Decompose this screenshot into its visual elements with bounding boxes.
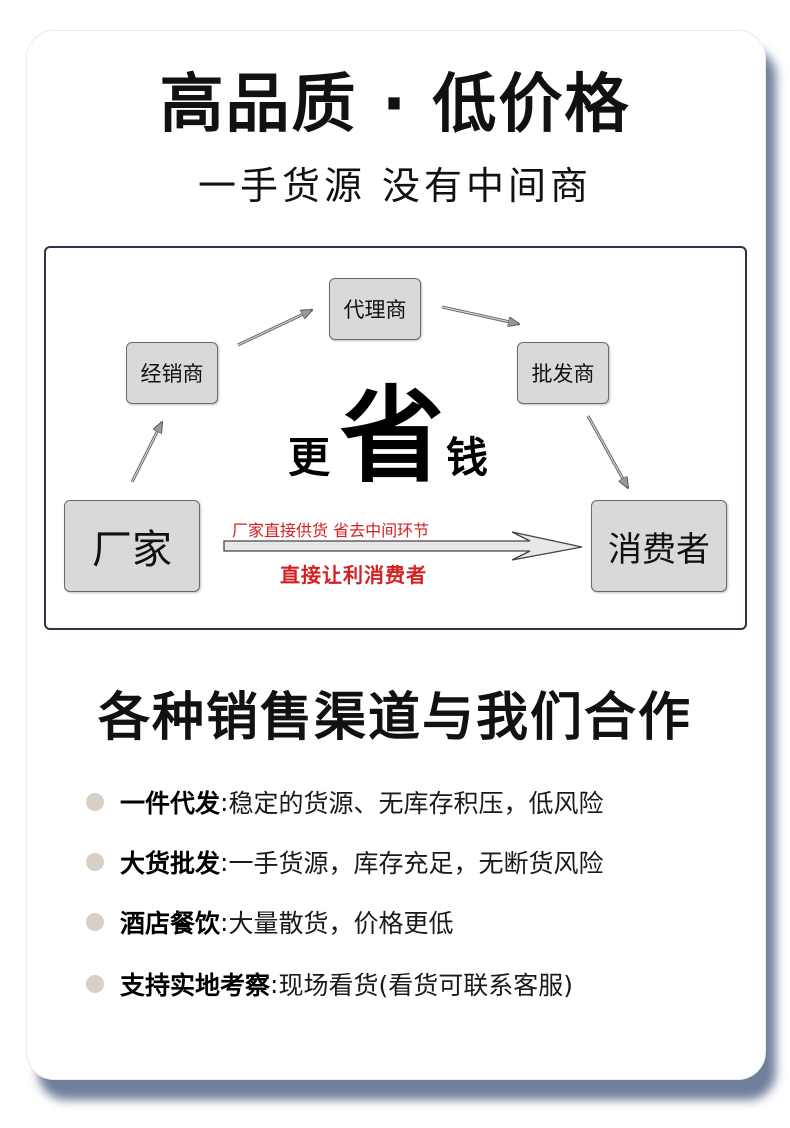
save-prefix: 更: [288, 433, 331, 482]
profit-note: 直接让利消费者: [280, 563, 427, 587]
node-agent: 代理商: [329, 278, 421, 340]
feature-desc: 大量散货，价格更低: [228, 909, 454, 938]
feature-label: 一件代发: [120, 789, 221, 818]
bullet-icon: [86, 853, 104, 871]
feature-desc: 现场看货(看货可联系客服): [278, 971, 573, 1000]
direct-supply-note: 厂家直接供货 省去中间环节: [232, 521, 430, 540]
node-consumer: 消费者: [591, 500, 727, 592]
feature-label: 酒店餐饮: [120, 909, 221, 938]
save-suffix: 钱: [446, 433, 489, 482]
feature-desc: 一手货源，库存充足，无断货风险: [228, 849, 604, 878]
channels-title: 各种销售渠道与我们合作: [97, 688, 692, 748]
headline: 高品质 · 低价格: [159, 68, 631, 142]
node-distributor: 经销商: [126, 342, 218, 404]
feature-item: 酒店餐饮:大量散货，价格更低: [86, 902, 453, 942]
node-wholesaler: 批发商: [517, 342, 609, 404]
bullet-icon: [86, 975, 104, 993]
node-factory: 厂家: [64, 500, 200, 592]
feature-item: 支持实地考察:现场看货(看货可联系客服): [86, 964, 573, 1004]
feature-item: 大货批发:一手货源，库存充足，无断货风险: [86, 842, 603, 882]
save-emphasis: 省: [340, 375, 445, 497]
bullet-icon: [86, 913, 104, 931]
subline: 一手货源 没有中间商: [197, 164, 593, 208]
feature-item: 一件代发:稳定的货源、无库存积压，低风险: [86, 782, 603, 822]
bullet-icon: [86, 793, 104, 811]
feature-label: 大货批发: [120, 849, 221, 878]
feature-desc: 稳定的货源、无库存积压，低风险: [228, 789, 604, 818]
feature-label: 支持实地考察: [120, 971, 271, 1000]
